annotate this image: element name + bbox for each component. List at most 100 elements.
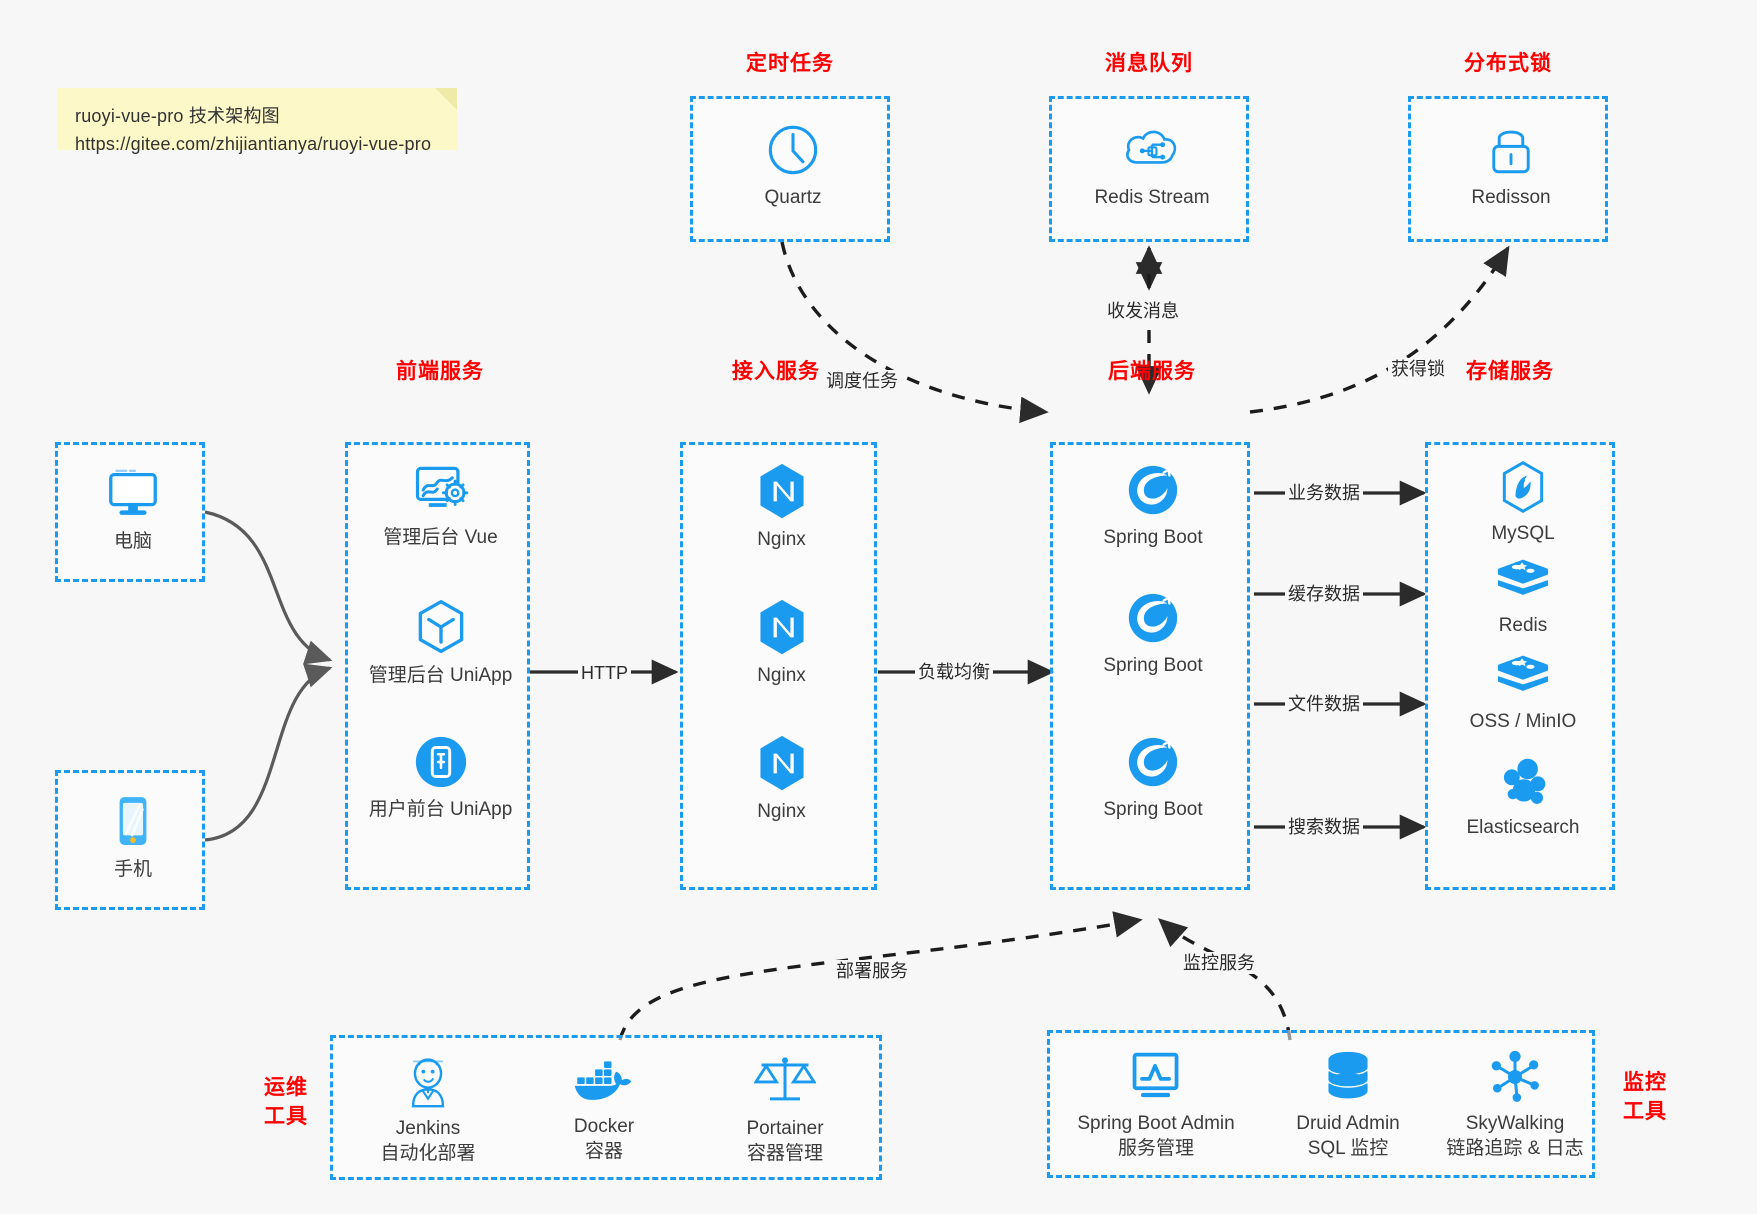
group-label-monitor-line2: 工具 xyxy=(1623,1100,1667,1123)
edge-acquire-lock xyxy=(1249,245,1510,414)
edge-label-business-data: 业务数据 xyxy=(1285,482,1363,504)
node-label: Redis Stream xyxy=(1094,187,1210,208)
node-label: 手机 xyxy=(113,859,152,880)
group-label-devops-line1: 运维 xyxy=(264,1076,308,1099)
group-label-lock: 分布式锁 xyxy=(1464,52,1552,75)
node-name: Portainer xyxy=(746,1118,824,1139)
group-box-gateway[interactable]: Nginx Nginx Nginx xyxy=(680,442,877,890)
edge-desktop-to-frontend xyxy=(204,510,333,665)
node-label: Elasticsearch xyxy=(1466,817,1580,838)
node-nginx-3[interactable]: Nginx xyxy=(683,733,880,824)
node-label: OSS / MinIO xyxy=(1469,711,1577,732)
edge-mobile-to-frontend xyxy=(204,663,333,842)
group-label-monitor: 监控 工具 xyxy=(1614,1068,1676,1126)
node-mysql[interactable]: MySQL xyxy=(1428,459,1618,546)
node-quartz[interactable]: Quartz xyxy=(693,121,893,210)
node-name: Docker xyxy=(573,1116,635,1137)
edge-label-schedule-task: 调度任务 xyxy=(823,370,901,392)
database-stack-icon xyxy=(1328,1051,1368,1099)
node-spring-boot-admin[interactable]: Spring Boot Admin 服务管理 xyxy=(1056,1049,1256,1161)
group-label-mq: 消息队列 xyxy=(1105,52,1193,75)
edge-label-cache-data: 缓存数据 xyxy=(1285,583,1363,605)
node-label: Spring Boot xyxy=(1103,799,1203,820)
group-label-gateway: 接入服务 xyxy=(732,360,820,383)
node-user-uniapp[interactable]: 用户前台 UniApp xyxy=(348,733,533,822)
node-label: Redisson xyxy=(1471,187,1551,208)
node-nginx-1[interactable]: Nginx xyxy=(683,461,880,552)
node-desc: 容器管理 xyxy=(746,1143,823,1164)
spring-boot-icon xyxy=(1128,465,1178,515)
node-oss-minio[interactable]: OSS / MinIO xyxy=(1428,651,1618,734)
node-jenkins[interactable]: Jenkins 自动化部署 xyxy=(343,1052,513,1166)
uniapp-cube-icon xyxy=(418,600,463,654)
group-box-backend[interactable]: Spring Boot Spring Boot Spring Boot xyxy=(1050,442,1250,890)
diagram-note: ruoyi-vue-pro 技术架构图 https://gitee.com/zh… xyxy=(57,88,457,154)
node-redis-stream[interactable]: Redis Stream xyxy=(1052,121,1252,210)
edge-monitor-service xyxy=(1157,918,1292,1041)
mysql-icon xyxy=(1502,461,1544,513)
client-box-mobile[interactable]: 手机 xyxy=(55,770,205,910)
group-box-frontend[interactable]: 管理后台 Vue 管理后台 UniApp 用户前台 UniApp xyxy=(345,442,530,890)
group-box-monitor[interactable]: Spring Boot Admin 服务管理 Druid Admin SQL 监… xyxy=(1047,1030,1595,1178)
edge-label-monitor-service: 监控服务 xyxy=(1180,952,1258,974)
uniapp-mobile-icon xyxy=(415,736,466,788)
node-label: 用户前台 UniApp xyxy=(368,799,513,820)
spring-boot-icon xyxy=(1128,737,1178,787)
node-skywalking[interactable]: SkyWalking 链路追踪 & 日志 xyxy=(1430,1049,1600,1161)
skywalking-nodes-icon xyxy=(1491,1050,1539,1102)
group-label-backend: 后端服务 xyxy=(1108,360,1196,383)
node-portainer[interactable]: Portainer 容器管理 xyxy=(695,1052,875,1166)
node-admin-uniapp[interactable]: 管理后台 UniApp xyxy=(348,597,533,688)
nginx-icon xyxy=(759,463,804,519)
node-desc: 容器 xyxy=(584,1141,623,1162)
redis-icon xyxy=(1497,559,1549,595)
node-desc: 链路追踪 & 日志 xyxy=(1446,1138,1584,1159)
client-box-desktop[interactable]: 电脑 xyxy=(55,442,205,582)
node-redis[interactable]: Redis xyxy=(1428,555,1618,638)
node-docker[interactable]: Docker 容器 xyxy=(519,1058,689,1164)
group-box-mq[interactable]: Redis Stream xyxy=(1049,96,1249,242)
node-nginx-2[interactable]: Nginx xyxy=(683,597,880,688)
note-url: https://gitee.com/zhijiantianya/ruoyi-vu… xyxy=(75,134,432,154)
group-box-scheduler[interactable]: Quartz xyxy=(690,96,890,242)
nginx-icon xyxy=(759,599,804,655)
group-label-devops: 运维 工具 xyxy=(255,1073,317,1131)
group-box-devops[interactable]: Jenkins 自动化部署 Docker 容器 xyxy=(330,1035,882,1180)
node-label: Nginx xyxy=(757,665,806,686)
padlock-icon xyxy=(1492,130,1530,174)
node-druid-admin[interactable]: Druid Admin SQL 监控 xyxy=(1268,1049,1428,1161)
node-name: SkyWalking xyxy=(1465,1113,1565,1134)
docker-whale-icon xyxy=(574,1061,632,1100)
mobile-phone-icon xyxy=(119,797,147,845)
jenkins-icon xyxy=(411,1058,445,1108)
node-elasticsearch[interactable]: Elasticsearch xyxy=(1428,755,1618,840)
object-storage-icon xyxy=(1497,655,1549,691)
group-box-lock[interactable]: Redisson xyxy=(1408,96,1608,242)
node-name: Jenkins xyxy=(395,1118,461,1139)
group-label-monitor-line1: 监控 xyxy=(1623,1071,1667,1094)
desktop-computer-icon xyxy=(109,469,157,515)
edge-label-send-receive-msg: 收发消息 xyxy=(1104,300,1182,322)
node-desc: SQL 监控 xyxy=(1307,1138,1389,1159)
node-redisson[interactable]: Redisson xyxy=(1411,121,1611,210)
scales-balance-icon xyxy=(754,1057,816,1101)
node-admin-vue[interactable]: 管理后台 Vue xyxy=(348,461,533,550)
group-box-storage[interactable]: MySQL Redis OSS / MinIO xyxy=(1425,442,1615,890)
group-label-frontend: 前端服务 xyxy=(396,360,484,383)
group-label-devops-line2: 工具 xyxy=(264,1105,308,1128)
node-desc: 自动化部署 xyxy=(380,1143,476,1164)
node-computer[interactable]: 电脑 xyxy=(58,465,208,554)
node-label: Spring Boot xyxy=(1103,527,1203,548)
node-spring-boot-3[interactable]: Spring Boot xyxy=(1053,733,1253,822)
node-label: 管理后台 UniApp xyxy=(368,665,513,686)
edge-label-http: HTTP xyxy=(578,662,631,684)
monitor-chart-icon xyxy=(1132,1052,1179,1098)
node-phone[interactable]: 手机 xyxy=(58,793,208,882)
edge-label-search-data: 搜索数据 xyxy=(1285,816,1363,838)
note-title: ruoyi-vue-pro 技术架构图 xyxy=(75,106,280,126)
node-spring-boot-2[interactable]: Spring Boot xyxy=(1053,589,1253,678)
elasticsearch-icon xyxy=(1503,758,1546,804)
node-label: Redis xyxy=(1498,615,1548,636)
node-spring-boot-1[interactable]: Spring Boot xyxy=(1053,461,1253,550)
